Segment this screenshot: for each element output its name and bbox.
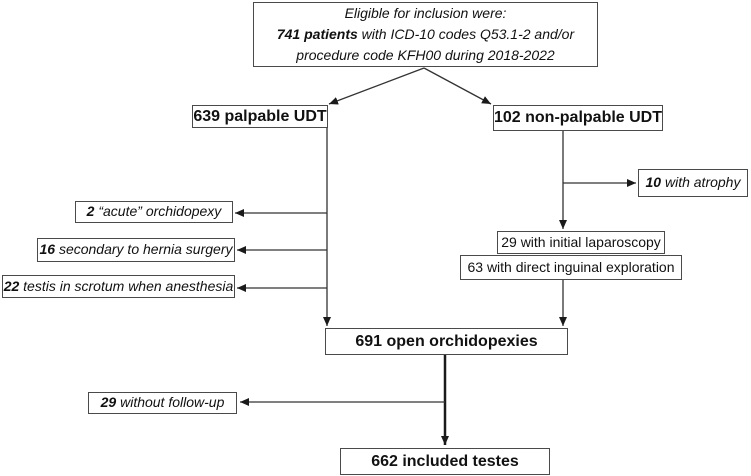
open-orchidopexies-box: 691 open orchidopexies [325, 328, 568, 355]
eligible-box-text: Eligible for inclusion were: 741 patient… [277, 3, 574, 66]
included-label: 662 included testes [371, 452, 519, 470]
acute-text: “acute” orchidopexy [94, 203, 222, 220]
palpable-udt-label: 639 palpable UDT [193, 107, 327, 125]
atrophy-text: with atrophy [661, 174, 741, 191]
eligible-patient-count: 741 patients [276, 26, 358, 42]
atrophy-label: 10 with atrophy [646, 174, 741, 192]
without-followup-box: 29 without follow-up [88, 392, 237, 414]
acute-count: 2 [86, 203, 95, 220]
inguinal-label: 63 with direct inguinal exploration [467, 258, 675, 275]
inguinal-exploration-box: 63 with direct inguinal exploration [460, 255, 682, 280]
laparoscopy-box: 29 with initial laparoscopy [497, 231, 665, 254]
palpable-udt-box: 639 palpable UDT [192, 105, 328, 128]
hernia-surgery-box: 16 secondary to hernia surgery [37, 238, 235, 262]
nonpalpable-udt-label: 102 non-palpable UDT [493, 109, 663, 126]
laparoscopy-label: 29 with initial laparoscopy [501, 233, 661, 250]
atrophy-count: 10 [645, 174, 662, 191]
scrotum-count: 22 [3, 277, 20, 294]
arrow-eligible-to-palpable [328, 67, 425, 105]
followup-text: without follow-up [116, 394, 225, 411]
hernia-count: 16 [39, 241, 56, 258]
eligible-box: Eligible for inclusion were: 741 patient… [253, 2, 598, 67]
followup-label: 29 without follow-up [101, 394, 225, 412]
acute-orchidopexy-box: 2 “acute” orchidopexy [75, 201, 233, 223]
scrotum-label: 22 testis in scrotum when anesthesia [4, 278, 234, 296]
testis-in-scrotum-box: 22 testis in scrotum when anesthesia [2, 275, 235, 298]
hernia-text: secondary to hernia surgery [55, 241, 233, 258]
eligible-line1: Eligible for inclusion were: [344, 5, 507, 21]
orchidopexy-label: 691 open orchidopexies [355, 332, 538, 350]
acute-label: 2 “acute” orchidopexy [87, 203, 222, 221]
included-testes-box: 662 included testes [340, 448, 550, 475]
scrotum-text: testis in scrotum when anesthesia [19, 277, 234, 294]
arrow-eligible-to-nonpalpable [423, 67, 492, 105]
eligible-line3: procedure code KFH00 during 2018-2022 [296, 47, 555, 63]
followup-count: 29 [100, 394, 117, 411]
eligible-line2: with ICD-10 codes Q53.1-2 and/or [357, 26, 575, 42]
nonpalpable-udt-box: 102 non-palpable UDT [493, 105, 663, 131]
atrophy-box: 10 with atrophy [638, 169, 748, 197]
hernia-label: 16 secondary to hernia surgery [39, 241, 232, 259]
